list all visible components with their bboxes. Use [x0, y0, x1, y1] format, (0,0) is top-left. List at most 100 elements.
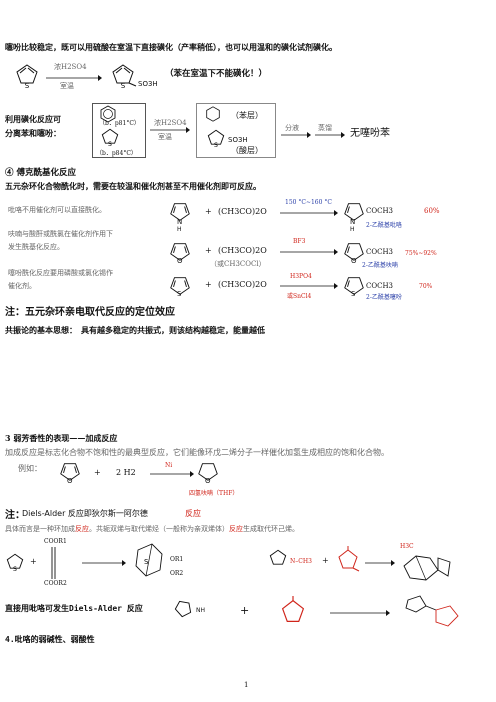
step-distill: 蒸馏 — [318, 124, 332, 132]
acetylthiophene-structure — [344, 277, 364, 295]
addition-intro: 加成反应是标志化合物不饱和性的最典型反应，它们能像环戊二烯分子一样催化加氢生成相… — [5, 448, 389, 457]
thiophene-acylation-note-1: 噻吩酰化反应要用磷酸或氯化锡作 — [8, 269, 113, 277]
pyrrole-nh: N — [177, 218, 183, 226]
ch3-label: CH3 — [298, 558, 312, 565]
thiophene-structure-3 — [170, 277, 190, 295]
desc-c: 。共轭双烯与取代烯烃（一般称为亲双烯体） — [89, 525, 229, 533]
pyrrole-h: H — [177, 226, 182, 233]
benzene-layer: （苯层） — [231, 111, 263, 120]
separation-title-2: 分离苯和噻吩： — [5, 128, 61, 138]
diels-alder-note-red: 反应 — [185, 509, 201, 518]
r2-alt-reagent: （或CH3COCl） — [210, 260, 266, 268]
r2-product: COCH3 — [366, 248, 394, 256]
coor2-label: COOR2 — [44, 580, 67, 587]
r2-condition: BF3 — [293, 238, 306, 245]
so3h-label-1: SO3H — [138, 80, 158, 88]
thf-name: 四氢呋喃（THF） — [189, 490, 239, 497]
benzene-note: （苯在室温下不能磺化！） — [165, 69, 268, 79]
r2-yield: 75%~92% — [405, 250, 437, 257]
thiophene-structure-1: S — [16, 64, 38, 90]
furan-acylation-note-2: 发生酰基化反应。 — [8, 243, 64, 251]
acetylpyrrole-n: N — [350, 218, 356, 226]
r3-reagent: (CH3CO)2O — [218, 280, 267, 289]
thiophene-structure-2: S — [101, 128, 119, 148]
mixture-bracket — [92, 103, 146, 158]
example-label: 例如： — [18, 464, 42, 473]
desc-e: 生成取代环己烯。 — [243, 525, 299, 533]
furan-acylation-note-1: 呋喃与酸酐或酰氯在催化剂作用下 — [8, 230, 113, 238]
svg-text:S: S — [25, 82, 30, 90]
benzene-structure-2 — [206, 106, 220, 122]
h2-reagent: 2 H2 — [116, 468, 136, 477]
friedel-crafts-intro: 五元杂环化合物酰化时，需要在较温和催化剂甚至不用催化剂即可反应。 — [5, 181, 261, 191]
thf-structure — [198, 463, 218, 481]
svg-text:S: S — [214, 142, 218, 149]
thiophene-sulfonic-acid-2: S — [207, 129, 225, 149]
acetylfuran-structure — [344, 243, 364, 261]
reaction-arrow-2 — [150, 127, 190, 133]
n-methylpyrrole-structure — [269, 549, 287, 565]
r1-reagent: (CH3CO)2O — [218, 207, 267, 216]
desc-b: 反应 — [75, 525, 89, 533]
or2-label: OR2 — [170, 570, 184, 577]
maleic-anhydride-2 — [281, 596, 305, 622]
r1-arrow — [280, 210, 338, 216]
resonance-note: 共振论的基本思想： 具有越多稳定的共振式，则该结构越稳定，能量越低 — [5, 325, 265, 335]
maleic-anhydride-1 — [338, 546, 360, 572]
r1-condition: 150 °C~160 °C — [285, 199, 332, 206]
desc-d: 反应 — [229, 525, 243, 533]
reaction-arrow-3 — [281, 132, 311, 138]
furan-structure — [170, 243, 190, 261]
separation-reagent: 浓H2SO4 — [154, 119, 187, 127]
diels-alder-desc: 具体而言是一种环加成反应。共轭双烯与取代烯烃（一般称为亲双烯体）反应生成取代环己… — [5, 524, 299, 534]
pyrrole-acylation-note: 吡咯不用催化剂可以直接酰化。 — [8, 206, 106, 214]
plus-2: + — [205, 246, 212, 255]
diels-alder-note-prefix: 注： — [5, 510, 25, 521]
acid-layer: （酸层） — [231, 146, 263, 155]
separation-result: 无噻吩苯 — [350, 128, 390, 139]
da-arrow-3 — [330, 610, 390, 616]
plus-4: + — [94, 468, 101, 477]
r2-name: 2-乙酰基呋喃 — [362, 262, 398, 269]
pyrrole-structure — [170, 203, 190, 221]
da-bicyclic-adduct: S — [135, 543, 163, 577]
svg-text:S: S — [13, 566, 17, 573]
r2-reagent: (CH3CO)2O — [218, 246, 267, 255]
step-separate: 分液 — [285, 124, 299, 132]
r1-yield: 60% — [424, 207, 440, 215]
section4-heading: 4.吡咯的弱碱性、弱酸性 — [5, 635, 95, 644]
h3c-label: H3C — [400, 543, 414, 550]
plus-7: + — [240, 604, 250, 617]
thiophene-bp: （b．p84°C） — [96, 150, 137, 157]
ni-catalyst: Ni — [165, 462, 173, 469]
r2-arrow — [280, 249, 338, 255]
acetylpyrrole-structure — [344, 203, 364, 221]
positioning-note: 注：五元杂环亲电取代反应的定位效应 — [5, 307, 175, 318]
furan-o: O — [177, 257, 183, 265]
r3-condition-top: H3PO4 — [290, 273, 312, 280]
pyrrole-da-structure — [174, 600, 192, 618]
separation-condition: 室温 — [158, 133, 172, 141]
plus-5: + — [30, 557, 37, 566]
thiophene-sulfonic-acid: S — [112, 64, 137, 90]
n-methyl-label: N–CH3 — [290, 558, 312, 565]
r3-product: COCH3 — [366, 282, 394, 290]
sulfonation-condition: 室温 — [60, 82, 74, 90]
thf-o: O — [205, 477, 211, 485]
so3h-label-2: SO3H — [228, 136, 248, 144]
svg-text:S: S — [144, 558, 149, 566]
plus-3: + — [205, 280, 212, 289]
page-number: 1 — [244, 681, 249, 689]
r1-name: 2-乙酰基吡咯 — [366, 222, 402, 229]
thiophene-s: S — [177, 290, 182, 298]
svg-text:S: S — [108, 141, 112, 148]
thiophene-acylation-note-2: 催化剂。 — [8, 282, 36, 290]
hydrogenation-arrow — [150, 471, 194, 477]
plus-1: + — [205, 207, 212, 216]
pyrrole-da-note: 直接用吡咯可发生Diels-Alder 反应 — [5, 604, 143, 613]
sulfonation-reagent: 浓H2SO4 — [54, 63, 87, 71]
addition-heading: 3 弱芳香性的表现——加成反应 — [5, 433, 118, 443]
diels-alder-note-title: Diels-Alder 反应即狄尔斯一阿尔德 — [22, 509, 148, 518]
da-arrow-2 — [365, 560, 395, 566]
reaction-arrow-4 — [315, 132, 345, 138]
